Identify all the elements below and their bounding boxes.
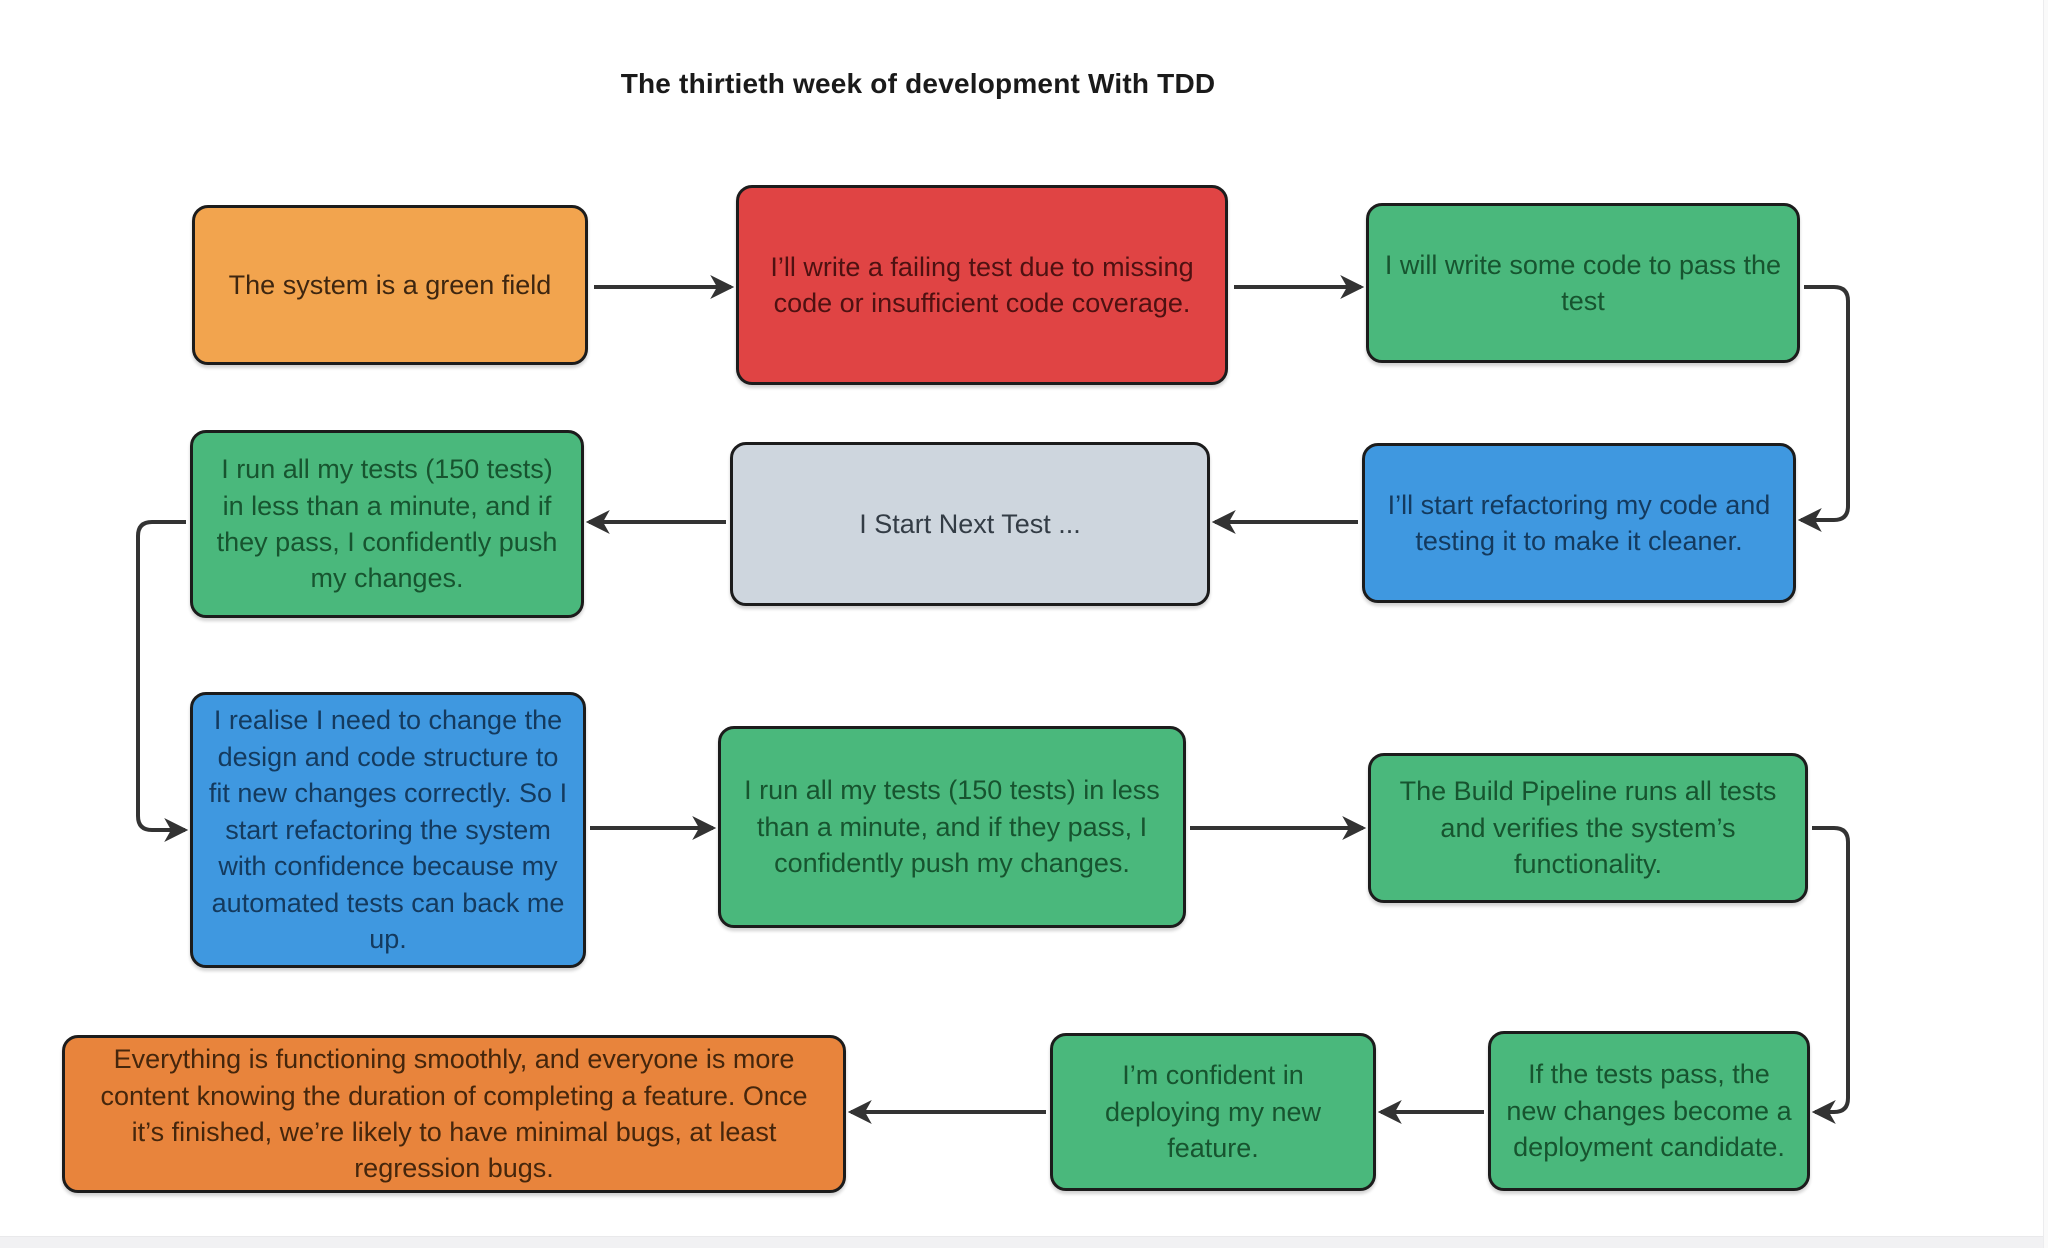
node-run-tests-first: I run all my tests (150 tests) in less t… — [190, 430, 584, 618]
node-next-test-label: I Start Next Test ... — [859, 508, 1081, 539]
diagram-title: The thirtieth week of development With T… — [620, 68, 1216, 99]
node-next-test: I Start Next Test ... — [730, 442, 1210, 606]
node-failing-test: I’ll write a failing test due to missing… — [736, 185, 1228, 385]
node-smooth-operation-label: Everything is functioning smoothly, and … — [100, 1044, 808, 1184]
edge-pass-code-to-refactor-code — [1797, 285, 1850, 532]
node-confident-deploy: I’m confident in deploying my new featur… — [1050, 1033, 1376, 1191]
page-bottom-edge — [0, 1236, 2048, 1248]
node-pass-code: I will write some code to pass the test — [1366, 203, 1800, 363]
node-run-tests-first-label: I run all my tests (150 tests) in less t… — [216, 454, 558, 594]
node-pass-code-label: I will write some code to pass the test — [1384, 249, 1782, 316]
node-change-design: I realise I need to change the design an… — [190, 692, 586, 968]
node-refactor-code-label: I’ll start refactoring my code and testi… — [1387, 489, 1771, 556]
node-build-pipeline: The Build Pipeline runs all tests and ve… — [1368, 753, 1808, 903]
edge-build-pipeline-to-deployment-candidate — [1811, 826, 1850, 1124]
node-run-tests-second: I run all my tests (150 tests) in less t… — [718, 726, 1186, 928]
node-run-tests-second-label: I run all my tests (150 tests) in less t… — [744, 775, 1160, 879]
edge-run-tests-first-to-change-design — [136, 520, 189, 842]
page-right-edge — [2043, 0, 2048, 1248]
node-confident-deploy-label: I’m confident in deploying my new featur… — [1104, 1060, 1322, 1164]
node-green-field: The system is a green field — [192, 205, 588, 365]
node-failing-test-label: I’ll write a failing test due to missing… — [770, 251, 1194, 318]
node-refactor-code: I’ll start refactoring my code and testi… — [1362, 443, 1796, 603]
node-deployment-candidate-label: If the tests pass, the new changes becom… — [1506, 1059, 1792, 1163]
node-build-pipeline-label: The Build Pipeline runs all tests and ve… — [1399, 776, 1777, 880]
node-smooth-operation: Everything is functioning smoothly, and … — [62, 1035, 846, 1193]
node-change-design-label: I realise I need to change the design an… — [208, 705, 568, 955]
node-deployment-candidate: If the tests pass, the new changes becom… — [1488, 1031, 1810, 1191]
node-green-field-label: The system is a green field — [228, 269, 552, 300]
